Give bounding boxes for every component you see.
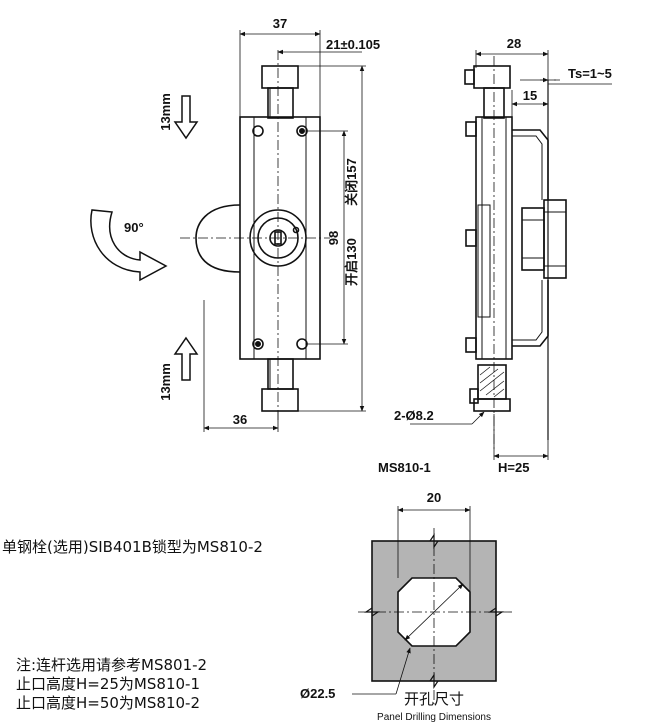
- side-top-bolt-head: [473, 65, 511, 89]
- side-view: [464, 56, 567, 450]
- rotation-label: 90°: [124, 220, 144, 235]
- bottom-bolt-shaft: [267, 358, 294, 390]
- offset-side-label: 15: [523, 88, 537, 103]
- stop-sleeve: [477, 364, 507, 400]
- stroke-top-label: 13mm: [158, 93, 173, 131]
- note-line-3: 止口高度H=50为MS810-2: [16, 694, 200, 712]
- ts-range-label: Ts=1~5: [568, 66, 612, 81]
- mounting-hole-top-left: [252, 125, 264, 137]
- cutout-width-label: 20: [427, 490, 441, 505]
- height-closed-label: 关闭157: [344, 158, 359, 206]
- cutout-diameter-label: Ø22.5: [300, 686, 335, 701]
- note-line-1: 注:连杆选用请参考MS801-2: [16, 656, 208, 674]
- depth-label: 28: [507, 36, 521, 51]
- stroke-arrows: [90, 95, 199, 381]
- down-arrow-icon: [173, 95, 199, 140]
- holes-label: 2-Ø8.2: [394, 408, 434, 423]
- front-view: [180, 50, 330, 420]
- single-bolt-note: 单钢栓(选用)SIB401B锁型为MS810-2: [2, 538, 263, 556]
- rotation-arrow-icon: [90, 209, 168, 282]
- cutout-title-en: Panel Drilling Dimensions: [377, 712, 491, 723]
- side-cylinder: [521, 207, 545, 271]
- stop-height-label: H=25: [498, 460, 529, 475]
- note-line-2: 止口高度H=25为MS810-1: [16, 675, 200, 693]
- up-arrow-icon: [173, 336, 199, 381]
- model-label: MS810-1: [378, 460, 431, 475]
- offset-top-label: 21±0.105: [326, 37, 380, 52]
- side-dimensions: [410, 50, 612, 460]
- stop-sleeve-hatch: [479, 366, 505, 398]
- top-bolt-head: [261, 65, 299, 89]
- stroke-bottom-label: 13mm: [158, 363, 173, 401]
- cutout-title-cn: 开孔尺寸: [404, 690, 464, 708]
- panel-cutout: [352, 506, 512, 704]
- width-top-label: 37: [273, 16, 287, 31]
- hole-pitch-label: 98: [326, 231, 341, 245]
- width-bottom-label: 36: [233, 412, 247, 427]
- height-open-label: 开启130: [344, 238, 359, 286]
- front-dimensions: [203, 30, 366, 432]
- mounting-bracket: [512, 129, 549, 347]
- bottom-bolt-head: [261, 388, 299, 412]
- mounting-hole-bottom-left: [252, 338, 264, 350]
- top-bolt-shaft: [267, 87, 294, 119]
- handle-bulge: [195, 204, 241, 273]
